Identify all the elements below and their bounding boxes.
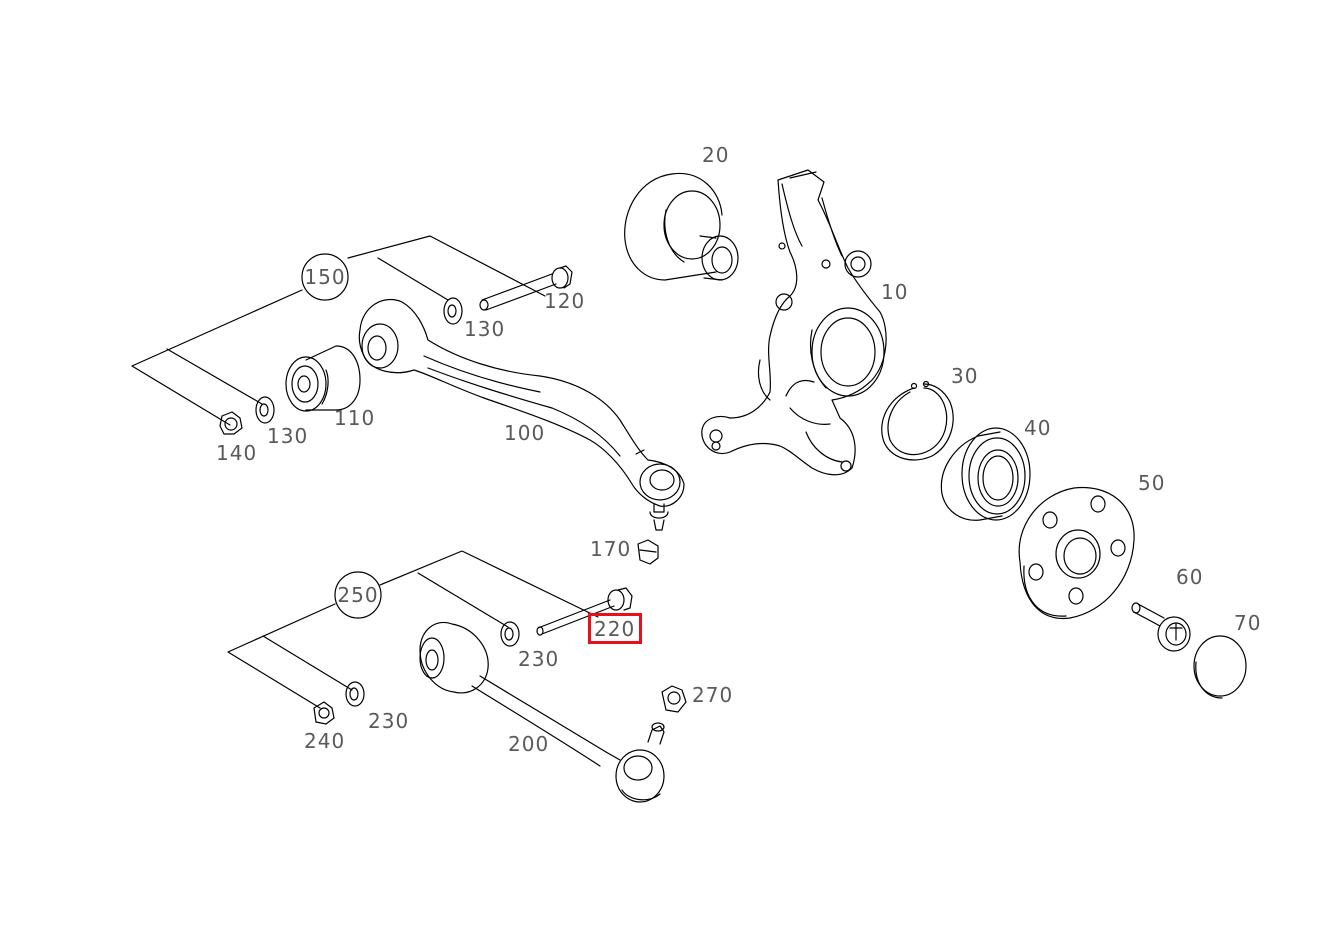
bushing-mount-icon xyxy=(624,172,739,281)
group-150-leader-lines xyxy=(131,235,546,426)
part-label-230[interactable]: 230 xyxy=(368,709,410,733)
part-label-230[interactable]: 230 xyxy=(518,647,560,671)
part-label-220[interactable]: 220 xyxy=(594,617,636,641)
part-label-120[interactable]: 120 xyxy=(544,289,586,313)
part-label-270[interactable]: 270 xyxy=(692,683,734,707)
washer-130-icon xyxy=(443,297,463,325)
nut-240-icon xyxy=(313,701,335,725)
nut-270-icon xyxy=(661,685,687,713)
washer-130-icon xyxy=(255,396,275,424)
circlip-icon xyxy=(881,380,954,461)
part-label-130[interactable]: 130 xyxy=(464,317,506,341)
part-label-30[interactable]: 30 xyxy=(951,364,979,388)
washer-230-icon xyxy=(345,681,365,707)
part-label-200[interactable]: 200 xyxy=(508,732,550,756)
nut-170-icon xyxy=(637,539,659,565)
washer-230-icon xyxy=(500,621,520,647)
part-label-110[interactable]: 110 xyxy=(334,406,376,430)
nut-140-icon xyxy=(219,411,243,435)
part-label-100[interactable]: 100 xyxy=(504,421,546,445)
bushing-icon xyxy=(285,345,361,412)
part-label-140[interactable]: 140 xyxy=(216,441,258,465)
group-label-250[interactable]: 250 xyxy=(337,583,379,607)
part-label-130[interactable]: 130 xyxy=(267,424,309,448)
control-arm-lower-icon xyxy=(419,621,665,803)
part-label-40[interactable]: 40 xyxy=(1024,416,1052,440)
bolt-220-icon xyxy=(536,587,633,636)
hub-bolt-icon xyxy=(1131,602,1191,652)
group-label-150[interactable]: 150 xyxy=(304,265,346,289)
wheel-bearing-icon xyxy=(940,427,1031,521)
part-label-170[interactable]: 170 xyxy=(590,537,632,561)
wheel-hub-icon xyxy=(1018,486,1135,620)
selected-part-highlight xyxy=(588,613,642,644)
part-label-10[interactable]: 10 xyxy=(881,280,909,304)
part-label-60[interactable]: 60 xyxy=(1176,565,1204,589)
steering-knuckle-icon xyxy=(701,169,887,476)
group-250-leader-lines xyxy=(227,550,599,709)
part-label-240[interactable]: 240 xyxy=(304,729,346,753)
part-label-20[interactable]: 20 xyxy=(702,143,730,167)
group-circle-150 xyxy=(301,253,349,301)
part-label-70[interactable]: 70 xyxy=(1234,611,1262,635)
group-circle-250 xyxy=(334,571,382,619)
control-arm-upper-icon xyxy=(358,298,685,531)
bolt-120-icon xyxy=(479,265,573,311)
dust-cap-icon xyxy=(1193,635,1247,699)
part-label-50[interactable]: 50 xyxy=(1138,471,1166,495)
